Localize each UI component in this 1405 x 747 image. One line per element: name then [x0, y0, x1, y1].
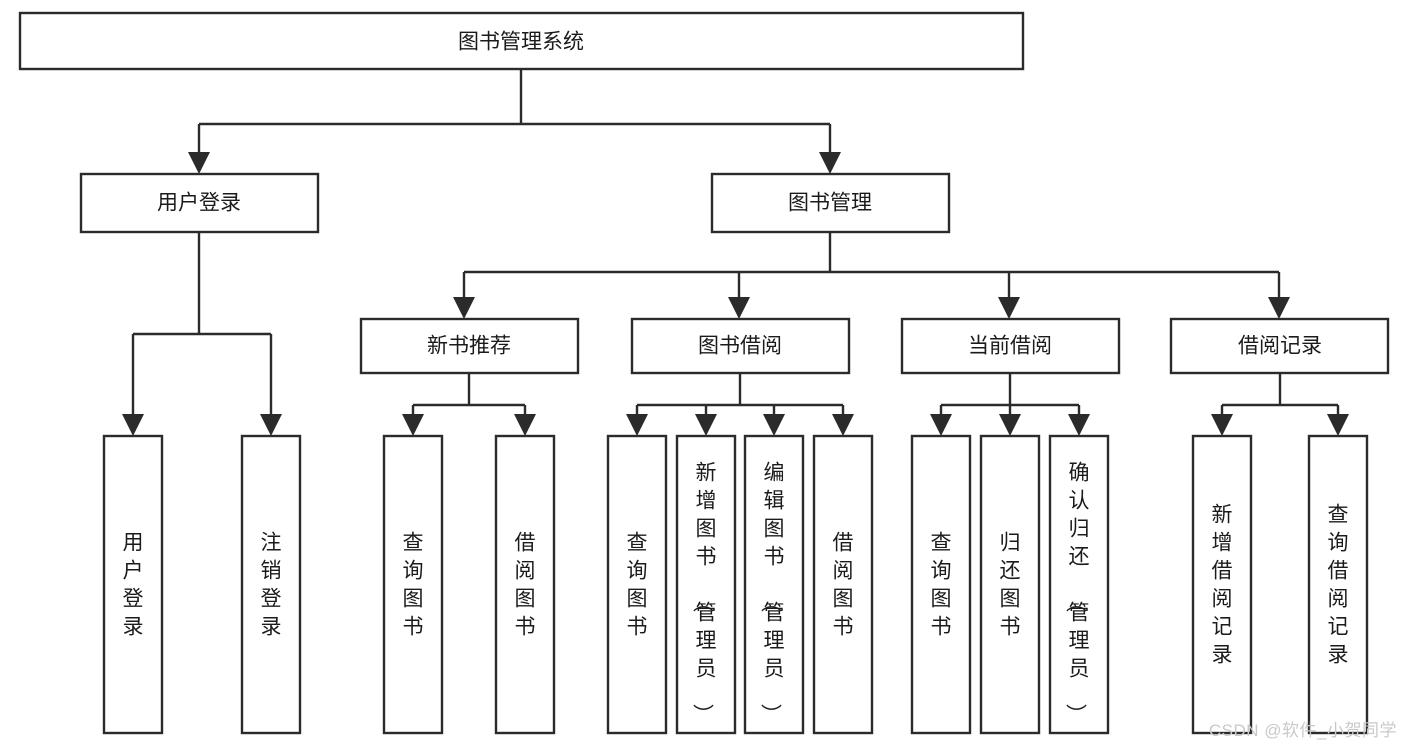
node-new-book-rec[interactable]: 新书推荐	[359, 317, 580, 375]
arrow-icon-leaf-borrow-book-1	[514, 414, 536, 436]
node-leaf-return-book[interactable]: 归还图书	[979, 434, 1041, 735]
node-leaf-logout-label: 注销登录	[261, 532, 282, 639]
node-leaf-user-login[interactable]: 用户登录	[102, 434, 164, 735]
node-leaf-add-book-label: 新增图书（管理员）	[691, 462, 717, 725]
node-borrow-record-label: 借阅记录	[1238, 335, 1322, 358]
node-leaf-query-book-2[interactable]: 查询图书	[606, 434, 668, 735]
node-current-borrow-label: 当前借阅	[968, 335, 1052, 358]
node-leaf-logout[interactable]: 注销登录	[240, 434, 302, 735]
node-leaf-confirm-return-label: 确认归还（管理员）	[1064, 462, 1090, 725]
node-leaf-add-book-box[interactable]	[675, 434, 737, 735]
node-leaf-borrow-book-2-label: 借阅图书	[833, 532, 854, 639]
node-leaf-return-book-label: 归还图书	[1000, 532, 1021, 639]
arrow-icon-leaf-user-login	[122, 414, 144, 436]
connectors-group	[131, 69, 1340, 414]
node-leaf-add-book[interactable]: 新增图书（管理员）	[675, 434, 737, 735]
node-book-manage-box[interactable]	[710, 172, 951, 234]
node-user-login-box[interactable]	[79, 172, 320, 234]
arrow-icon-leaf-query-book-3	[930, 414, 952, 436]
node-book-manage-label: 图书管理	[788, 192, 872, 215]
node-leaf-query-book-2-box[interactable]	[606, 434, 668, 735]
node-leaf-query-book-3-box[interactable]	[910, 434, 972, 735]
node-leaf-query-book-3-label: 查询图书	[931, 532, 952, 639]
node-book-borrow[interactable]: 图书借阅	[630, 317, 851, 375]
arrow-icon-leaf-query-book-2	[626, 414, 648, 436]
node-leaf-user-login-box[interactable]	[102, 434, 164, 735]
node-user-login[interactable]: 用户登录	[79, 172, 320, 234]
arrow-icon-to-book-manage	[819, 152, 841, 174]
arrow-icon-leaf-add-record	[1211, 414, 1233, 436]
node-leaf-add-record-box[interactable]	[1191, 434, 1253, 735]
node-current-borrow[interactable]: 当前借阅	[900, 317, 1121, 375]
node-borrow-record[interactable]: 借阅记录	[1169, 317, 1390, 375]
node-leaf-query-record[interactable]: 查询借阅记录	[1307, 434, 1369, 735]
arrow-icon-to-book-borrow	[728, 297, 750, 319]
node-user-login-label: 用户登录	[157, 192, 241, 215]
csdn-watermark: CSDN @软件_小贺同学	[1208, 721, 1397, 740]
node-leaf-borrow-book-1-box[interactable]	[494, 434, 556, 735]
node-leaf-user-login-label: 用户登录	[123, 532, 144, 639]
arrow-icon-leaf-query-record	[1327, 414, 1349, 436]
node-leaf-confirm-return-box[interactable]	[1048, 434, 1110, 735]
node-root[interactable]: 图书管理系统	[18, 11, 1025, 71]
node-leaf-confirm-return[interactable]: 确认归还（管理员）	[1048, 434, 1110, 735]
arrow-icon-to-current-borrow	[998, 297, 1020, 319]
node-current-borrow-box[interactable]	[900, 317, 1121, 375]
node-leaf-query-book-1[interactable]: 查询图书	[382, 434, 444, 735]
node-leaf-query-book-2-label: 查询图书	[627, 532, 648, 639]
node-root-box[interactable]	[18, 11, 1025, 71]
node-leaf-query-book-3[interactable]: 查询图书	[910, 434, 972, 735]
node-leaf-query-record-label: 查询借阅记录	[1328, 504, 1349, 667]
node-book-borrow-box[interactable]	[630, 317, 851, 375]
node-leaf-borrow-book-2-box[interactable]	[812, 434, 874, 735]
arrowheads-group	[122, 152, 1349, 436]
node-leaf-edit-book[interactable]: 编辑图书（管理员）	[743, 434, 805, 735]
arrow-icon-leaf-add-book	[695, 414, 717, 436]
arrow-icon-leaf-confirm-return	[1068, 414, 1090, 436]
node-leaf-edit-book-box[interactable]	[743, 434, 805, 735]
node-leaf-edit-book-label: 编辑图书（管理员）	[759, 462, 785, 725]
node-book-manage[interactable]: 图书管理	[710, 172, 951, 234]
node-leaf-borrow-book-1[interactable]: 借阅图书	[494, 434, 556, 735]
node-leaf-query-book-1-box[interactable]	[382, 434, 444, 735]
node-leaf-add-record-label: 新增借阅记录	[1212, 504, 1233, 667]
arrow-icon-to-borrow-record	[1268, 297, 1290, 319]
node-book-borrow-label: 图书借阅	[698, 335, 782, 358]
arrow-icon-to-new-book-rec	[453, 297, 475, 319]
arrow-icon-leaf-borrow-book-2	[832, 414, 854, 436]
node-leaf-query-record-box[interactable]	[1307, 434, 1369, 735]
node-leaf-query-book-1-label: 查询图书	[403, 532, 424, 639]
node-new-book-rec-label: 新书推荐	[427, 335, 511, 358]
arrow-icon-leaf-query-book-1	[402, 414, 424, 436]
node-borrow-record-box[interactable]	[1169, 317, 1390, 375]
node-leaf-logout-box[interactable]	[240, 434, 302, 735]
node-root-label: 图书管理系统	[458, 31, 584, 54]
node-leaf-add-record[interactable]: 新增借阅记录	[1191, 434, 1253, 735]
node-leaf-borrow-book-2[interactable]: 借阅图书	[812, 434, 874, 735]
arrow-icon-to-user-login	[188, 152, 210, 174]
node-new-book-rec-box[interactable]	[359, 317, 580, 375]
arrow-icon-leaf-logout	[260, 414, 282, 436]
arrow-icon-leaf-return-book	[999, 414, 1021, 436]
arrow-icon-leaf-edit-book	[763, 414, 785, 436]
node-leaf-borrow-book-1-label: 借阅图书	[515, 532, 536, 639]
node-leaf-return-book-box[interactable]	[979, 434, 1041, 735]
